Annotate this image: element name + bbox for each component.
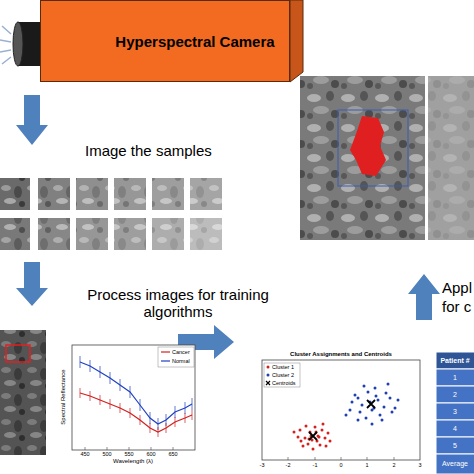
error-bars (80, 388, 192, 437)
axis-title: Wavelength (λ) (113, 458, 153, 465)
lens-rim (13, 22, 23, 66)
table-cell: 5 (453, 442, 457, 450)
camera-side (290, 0, 303, 82)
spectral-thumbnails (0, 178, 222, 250)
tick-label: -1 (313, 462, 318, 468)
step-label: Process images for training algorithms (58, 287, 298, 320)
chart-title: Cluster Assignments and Centroids (290, 351, 392, 358)
camera-box: Hyperspectral Camera (40, 0, 290, 82)
results-table (436, 352, 474, 474)
table-cell: 3 (453, 408, 457, 416)
table-cell: Patient # (440, 357, 469, 365)
table-cell: 2 (453, 391, 457, 399)
legend-label: Cancer (172, 349, 190, 355)
table-cell: 4 (453, 425, 457, 433)
down-arrow (16, 262, 48, 306)
spectral-chart (72, 345, 195, 450)
tick-label: 650 (168, 451, 177, 457)
step-label: Appl (442, 280, 472, 297)
legend-label: Cluster 2 (272, 372, 294, 378)
tissue-image (0, 330, 46, 455)
tick-label: 0 (339, 462, 342, 468)
legend-box (264, 363, 300, 387)
light-rays (0, 26, 11, 64)
table-cell: Average (442, 460, 468, 468)
legend-label: Normal (172, 358, 190, 364)
legend-sample (161, 351, 170, 352)
legend-label: Centroids (272, 380, 296, 386)
step-label: for c (442, 299, 471, 316)
tick-label: 2 (392, 462, 395, 468)
legend-sample (267, 366, 270, 369)
tick-label: 3 (418, 462, 421, 468)
axis-title: Spectral Reflectance (60, 369, 67, 424)
tick-label: 550 (124, 451, 133, 457)
table-cell: 1 (453, 374, 457, 382)
tissue-result-images (300, 76, 474, 240)
legend-box (158, 347, 194, 367)
tick-label: 600 (146, 451, 155, 457)
tick-label: 450 (80, 451, 89, 457)
centroid-marks (309, 400, 375, 440)
tick-label: 1 (365, 462, 368, 468)
tick-label: -3 (260, 462, 265, 468)
down-arrow (16, 95, 48, 145)
cluster-scatter (262, 360, 420, 460)
legend-sample (161, 360, 170, 361)
up-arrow (408, 274, 440, 320)
legend-label: Cluster 1 (272, 364, 294, 370)
tick-label: 500 (102, 451, 111, 457)
camera-illustration (0, 0, 303, 82)
legend-sample (266, 381, 270, 385)
tumor-region (350, 116, 386, 176)
tick-label: -2 (286, 462, 291, 468)
node-title: Hyperspectral Camera (115, 33, 274, 50)
legend-sample (267, 374, 270, 377)
step-label: Image the samples (85, 143, 212, 160)
